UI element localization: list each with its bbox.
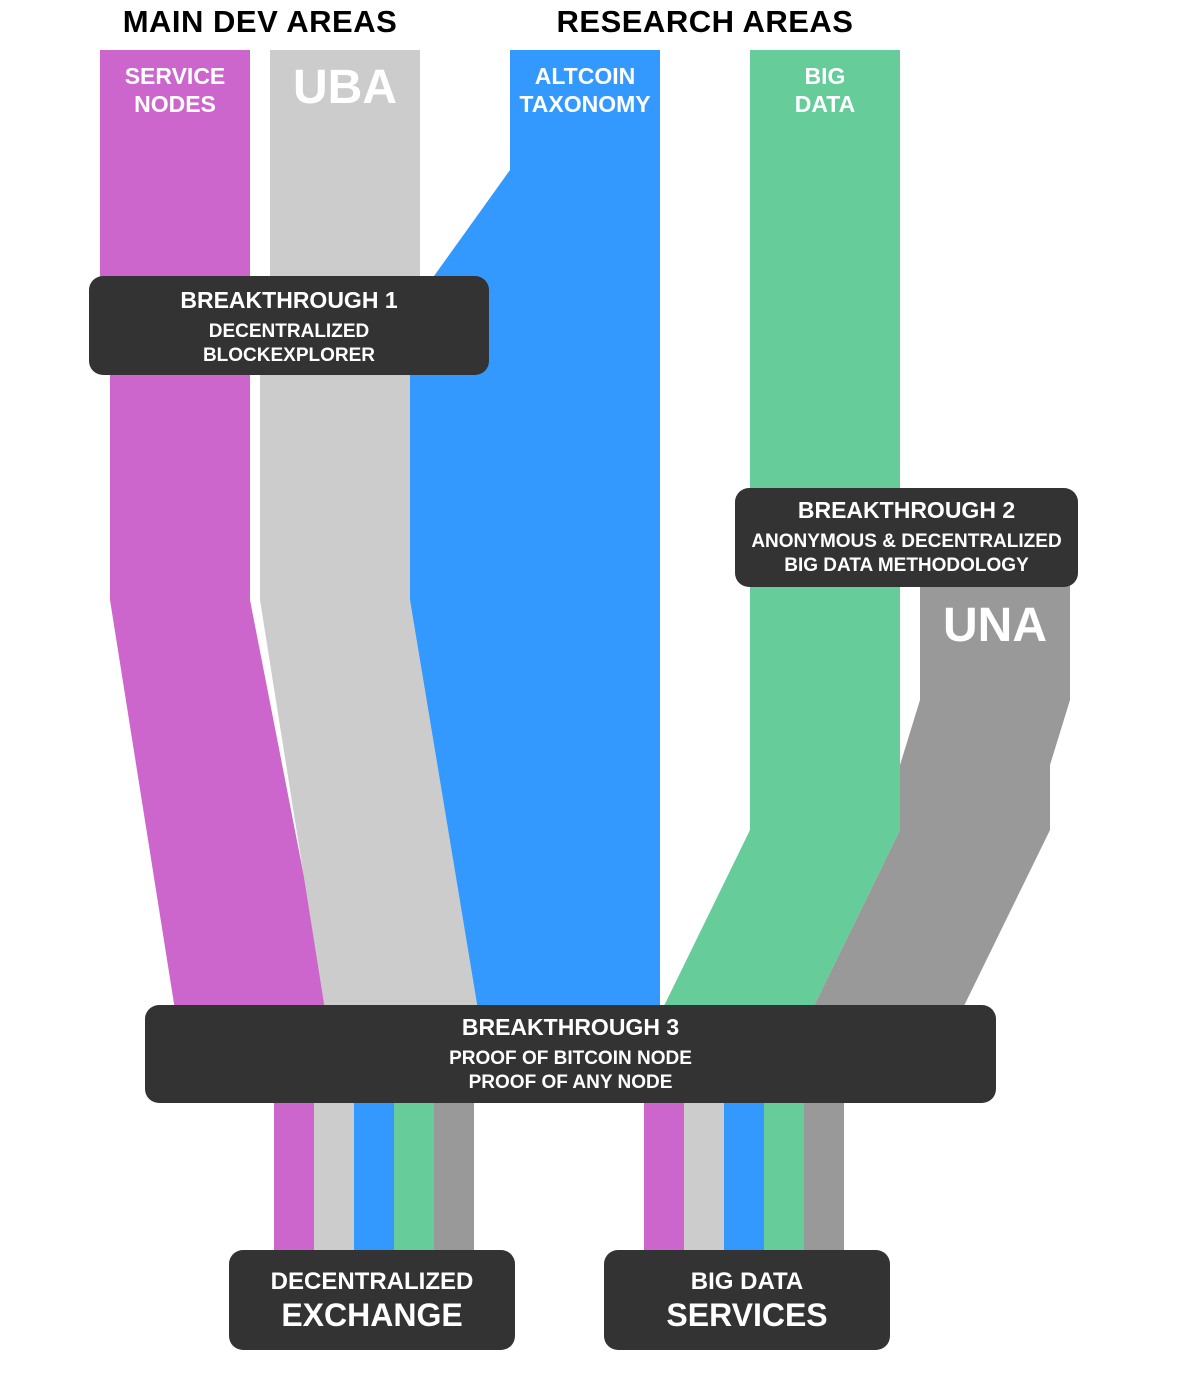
decentralized-exchange-box: DECENTRALIZED EXCHANGE [229,1250,515,1350]
breakthrough-1-title: BREAKTHROUGH 1 [180,287,398,313]
services-line1: BIG DATA [690,1268,804,1295]
exchange-line2: EXCHANGE [281,1297,463,1333]
service-nodes-label: SERVICE NODES [100,62,250,118]
services-bar-lightgray [684,1095,724,1255]
exchange-bar-lightgray [314,1095,354,1255]
service-nodes-label-line1: SERVICE [124,63,226,89]
altcoin-label-line2: TAXONOMY [519,91,651,117]
main-dev-areas-header: MAIN DEV AREAS [122,4,398,39]
exchange-bar-purple [274,1095,314,1255]
breakthrough-2-line2: BIG DATA METHODOLOGY [784,555,1029,576]
breakthrough-3-box: BREAKTHROUGH 3 PROOF OF BITCOIN NODE PRO… [145,1005,996,1103]
big-data-label: BIG DATA [750,62,900,118]
services-bar-blue [724,1095,764,1255]
services-line2: SERVICES [666,1297,828,1333]
breakthrough-3-title: BREAKTHROUGH 3 [461,1014,680,1040]
exchange-bar-darkgray [434,1095,474,1255]
service-nodes-label-line2: NODES [134,91,216,117]
big-data-services-box: BIG DATA SERVICES [604,1250,890,1350]
services-bar-purple [644,1095,684,1255]
breakthrough-3-line1: PROOF OF BITCOIN NODE [449,1048,692,1069]
exchange-bar-green [394,1095,434,1255]
breakthrough-2-title: BREAKTHROUGH 2 [797,497,1016,523]
breakthrough-1-line1: DECENTRALIZED [208,321,370,342]
research-areas-header: RESEARCH AREAS [556,4,854,39]
altcoin-label-line1: ALTCOIN [534,63,636,89]
una-label: UNA [943,599,1047,652]
una-stream [812,580,1070,1010]
breakthrough-3-line2: PROOF OF ANY NODE [468,1072,673,1093]
breakthrough-2-box: BREAKTHROUGH 2 ANONYMOUS & DECENTRALIZED… [735,488,1078,587]
services-bar-darkgray [804,1095,844,1255]
altcoin-taxonomy-label: ALTCOIN TAXONOMY [500,62,670,118]
breakthrough-1-line2: BLOCKEXPLORER [202,345,376,366]
exchange-bar-blue [354,1095,394,1255]
breakthrough-2-line1: ANONYMOUS & DECENTRALIZED [751,531,1062,552]
big-data-label-line1: BIG [804,63,846,89]
breakthrough-1-box: BREAKTHROUGH 1 DECENTRALIZED BLOCKEXPLOR… [89,276,489,375]
uba-label: UBA [293,61,397,114]
services-bar-green [764,1095,804,1255]
exchange-line1: DECENTRALIZED [270,1268,474,1295]
big-data-label-line2: DATA [794,91,856,117]
